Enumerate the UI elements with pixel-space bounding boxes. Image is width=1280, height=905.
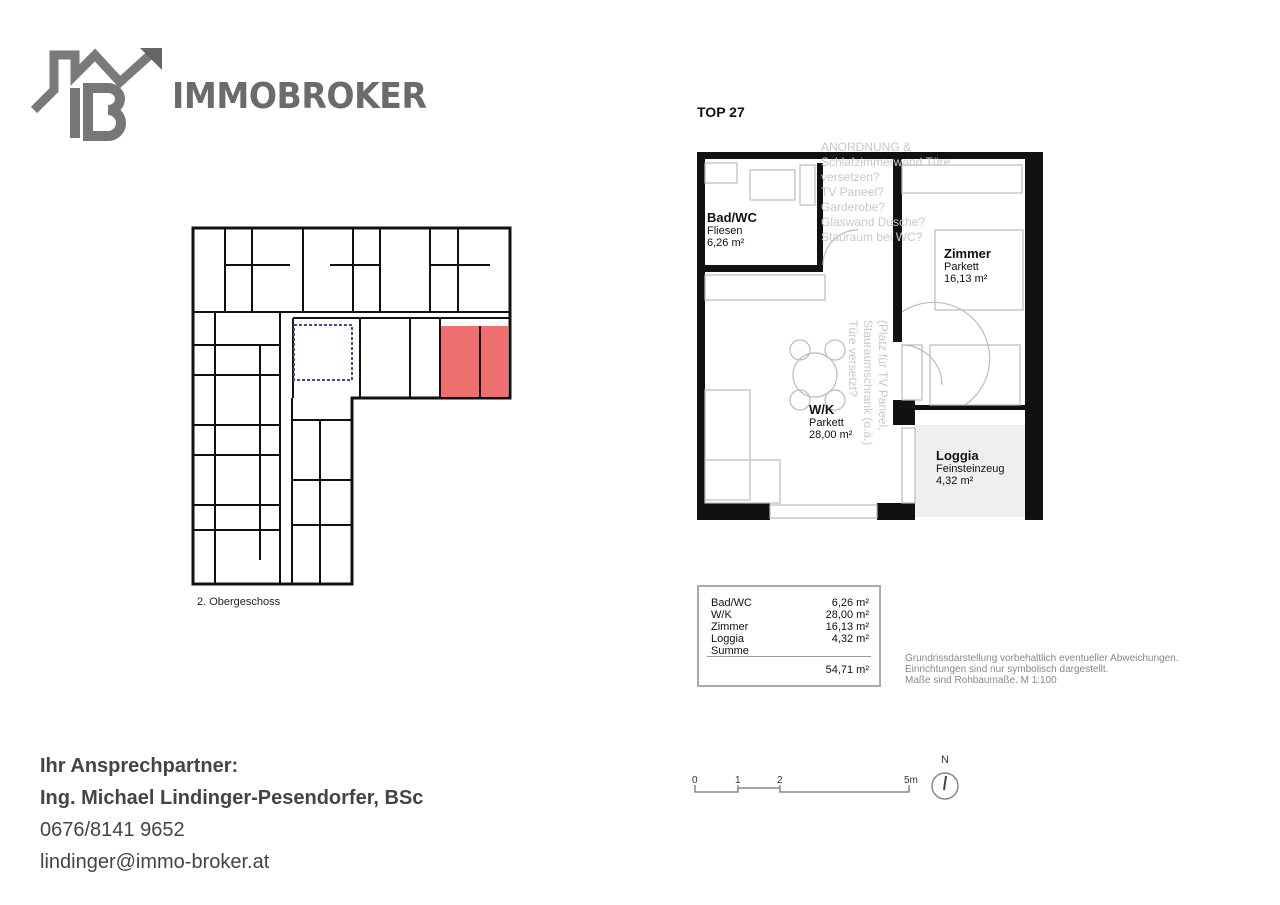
area-row: Zimmer 16,13 m² [711,622,869,633]
room-area: 4,32 m² [936,475,974,487]
note-line: Stauraumschrank (o.ä.) [861,320,875,446]
area-value: 6,26 m² [831,597,869,609]
area-value: 4,32 m² [831,633,869,645]
brand-name: IMMOBROKER [172,76,427,117]
unit-highlight [440,326,508,397]
area-table: Bad/WC 6,26 m² W/K 28,00 m² Zimmer 16,13 m²… [697,585,881,687]
disclaimer-line: Maße sind Rohbaumaße. M 1:100 [905,675,1057,686]
area-total: 54,71 m² [711,665,869,676]
room-name: W/K [809,402,835,417]
area-label: Zimmer [711,621,749,633]
note-line: Glaswand Dusche? [821,215,926,229]
contact-heading: Ihr Ansprechpartner: [40,755,239,777]
floor-label: 2. Obergeschoss [197,596,281,608]
room-name: Bad/WC [707,210,757,225]
contact-phone[interactable]: 0676/8141 9652 [40,819,185,841]
scale-bar [694,785,910,793]
area-label: Loggia [711,633,745,645]
north-arrow-icon [931,772,959,800]
room-wk: W/K Parkett 28,00 m² [809,402,852,441]
area-label: Summe [711,645,749,657]
north-label: N [941,754,949,766]
scale-tick: 5m [904,775,918,786]
scale-tick: 1 [735,775,741,786]
room-area: 6,26 m² [707,237,745,249]
room-floor: Parkett [809,417,844,429]
note-line: Garderobe? [821,200,886,214]
disclaimer-line: Grundrissdarstellung vorbehaltlich event… [905,653,1179,664]
note-line: Stauraum bei WC? [821,230,923,244]
contact-email[interactable]: lindinger@immo-broker.at [40,851,270,873]
note-line: (Platz für TV Paneel, [876,320,890,431]
planning-notes: ANORDNUNG & Schlafzimmerwand Türe verset… [821,140,950,245]
note-line: Schlafzimmerwand Türe [821,155,951,169]
area-total-value: 54,71 m² [825,664,869,676]
area-row: W/K 28,00 m² [711,610,869,621]
area-value: 16,13 m² [825,621,869,633]
area-row: Summe [711,646,869,657]
area-value: 28,00 m² [825,609,869,621]
room-name: Loggia [936,448,979,463]
scale-tick: 0 [692,775,698,786]
room-name: Zimmer [944,246,991,261]
room-area: 28,00 m² [809,429,853,441]
contact-name: Ing. Michael Lindinger-Pesendorfer, BSc [40,787,424,809]
disclaimer: Grundrissdarstellung vorbehaltlich event… [905,653,1179,686]
note-line: ANORDNUNG & [821,140,912,154]
logo-icon [30,48,162,141]
area-row: Loggia 4,32 m² [711,634,869,645]
unit-title: TOP 27 [697,104,745,120]
disclaimer-line: Einrichtungen sind nur symbolisch darges… [905,664,1109,675]
apartment-floor-plan [697,152,1043,520]
room-floor: Feinsteinzeug [936,463,1005,475]
room-area: 16,13 m² [944,273,988,285]
scale-tick: 2 [777,775,783,786]
room-zimmer: Zimmer Parkett 16,13 m² [944,246,991,285]
area-label: Bad/WC [711,597,752,609]
note-line: TV Paneel? [821,185,884,199]
divider [707,656,871,657]
building-floor-plan [191,226,512,586]
room-floor: Fliesen [707,225,743,237]
note-line: versetzen? [821,170,880,184]
area-label: W/K [711,609,732,621]
area-row: Bad/WC 6,26 m² [711,598,869,609]
loggia-area [915,425,1025,517]
room-loggia: Loggia Feinsteinzeug 4,32 m² [936,448,1005,487]
room-floor: Parkett [944,261,979,273]
room-bad: Bad/WC Fliesen 6,26 m² [707,210,757,249]
